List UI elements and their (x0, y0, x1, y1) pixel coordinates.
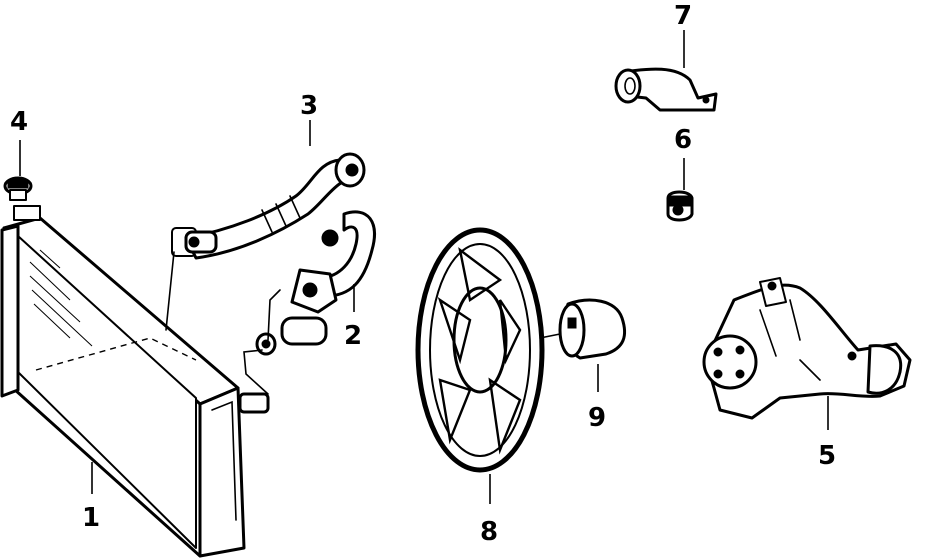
radiator[interactable] (0, 205, 270, 558)
callout-6: 6 (674, 125, 692, 155)
cooling-fan[interactable] (415, 227, 561, 473)
callout-4: 4 (10, 107, 28, 137)
callout-7: 7 (674, 1, 692, 31)
callout-1: 1 (82, 503, 100, 533)
thermostat-housing[interactable] (614, 67, 718, 112)
callout-2: 2 (344, 321, 362, 351)
callout-9: 9 (588, 403, 606, 433)
upper-hose-clamp-left (184, 230, 218, 254)
callout-8: 8 (480, 517, 498, 547)
upper-hose-clamp-right (334, 152, 366, 188)
thermostat[interactable] (666, 190, 694, 222)
callout-5: 5 (818, 441, 836, 471)
callout-3: 3 (300, 91, 318, 121)
fan-clutch[interactable] (558, 298, 627, 360)
leader-lines (19, 30, 829, 504)
callout-labels: 1 2 3 4 5 6 7 8 9 (10, 1, 836, 547)
water-pump[interactable] (702, 277, 912, 420)
lower-radiator-hose[interactable] (165, 210, 376, 395)
radiator-cap[interactable] (3, 176, 33, 201)
upper-radiator-hose[interactable] (184, 152, 366, 260)
